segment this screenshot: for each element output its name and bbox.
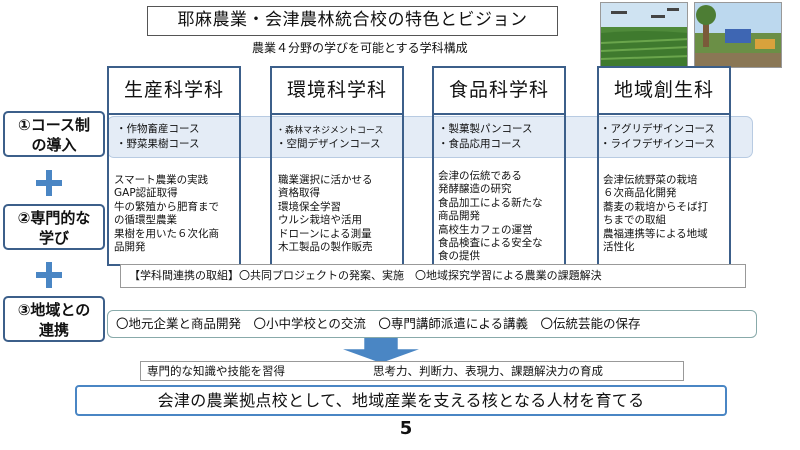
label-specialized-learning: ②専門的な 学び [3,204,105,250]
course-item: ・作物畜産コース [116,123,200,135]
garden-image [695,3,781,67]
course-item: ・製菓製パンコース [438,123,533,135]
dept-header-shokuhin: 食品科学科 [432,66,566,115]
course-item: ・野菜果樹コース [116,138,200,150]
dept-header-seisan: 生産科学科 [107,66,241,115]
skills-box: 専門的な知識や技能を習得 思考力、判断力、表現力、課題解決力の育成 [140,361,684,381]
plus-icon [36,170,62,196]
inter-department-collaboration: 【学科間連携の取組】〇共同プロジェクトの発案、実施 〇地域探究学習による農業の課… [120,264,746,288]
garden-photo [694,2,782,68]
label-regional-collaboration: ③地域との 連携 [3,296,105,342]
plus-icon [36,262,62,288]
drone-field-image [601,3,687,67]
down-arrow-icon [343,338,419,363]
study-list-seisan: スマート農業の実践 GAP認証取得 牛の繁殖から肥育まで の循環型農業 果樹を用… [114,174,219,254]
regional-collaboration-items: 〇地元企業と商品開発 〇小中学校との交流 〇専門講師派遣による講義 〇伝統芸能の… [107,310,757,338]
drone-field-photo [600,2,688,68]
course-band [107,116,753,158]
study-list-chiiki: 会津伝統野菜の栽培 ６次商品化開発 蕎麦の栽培からそば打 ちまでの取組 農福連携… [603,174,708,254]
dept-header-chiiki: 地域創生科 [597,66,731,115]
course-item: ・食品応用コース [438,138,522,150]
course-item: ・ライフデザインコース [600,138,715,150]
study-list-shokuhin: 会津の伝統である 発酵醸造の研究 食品加工による新たな 商品開発 高校生カフェの… [438,170,543,263]
dept-header-kankyo: 環境科学科 [270,66,404,115]
course-item: ・空間デザインコース [276,138,381,150]
skills-knowledge: 専門的な知識や技能を習得 [147,364,285,378]
label-course-system: ①コース制 の導入 [3,111,105,157]
skills-abilities: 思考力、判断力、表現力、課題解決力の育成 [373,364,603,378]
course-item: ・アグリデザインコース [600,123,715,135]
page-number: 5 [399,418,413,439]
page-subtitle: 農業４分野の学びを可能とする学科構成 [252,41,468,55]
page-title: 耶麻農業・会津農林統合校の特色とビジョン [147,6,558,36]
course-item: ・森林マネジメントコース [276,126,384,136]
study-list-kankyo: 職業選択に活かせる 資格取得 環境保全学習 ウルシ栽培や活用 ドローンによる測量… [278,174,373,254]
vision-goal: 会津の農業拠点校として、地域産業を支える核となる人材を育てる [75,385,727,416]
